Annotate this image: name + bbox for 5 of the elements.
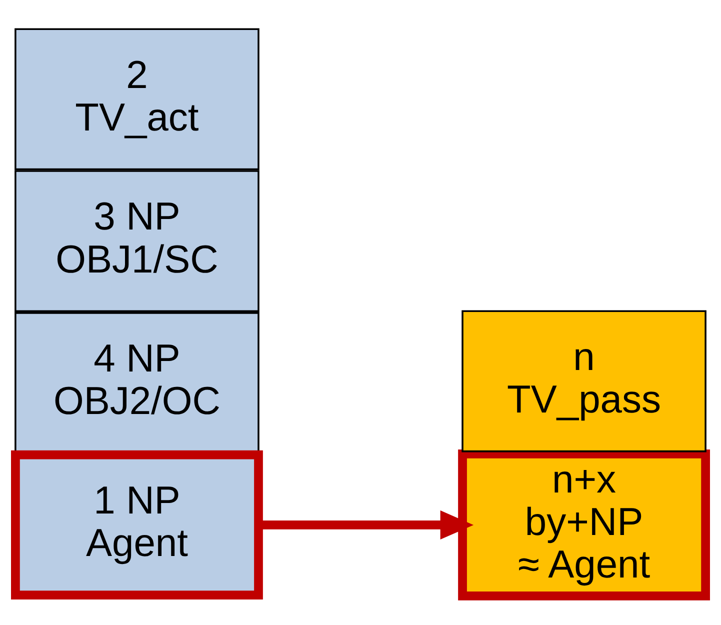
node-box: 3 NP OBJ1/SC xyxy=(14,170,260,312)
node-box: 1 NP Agent xyxy=(11,450,263,600)
node-box: n+x by+NP ≈ Agent xyxy=(458,450,710,600)
node-box: n TV_pass xyxy=(462,310,706,452)
node-box: 2 TV_act xyxy=(14,28,260,170)
